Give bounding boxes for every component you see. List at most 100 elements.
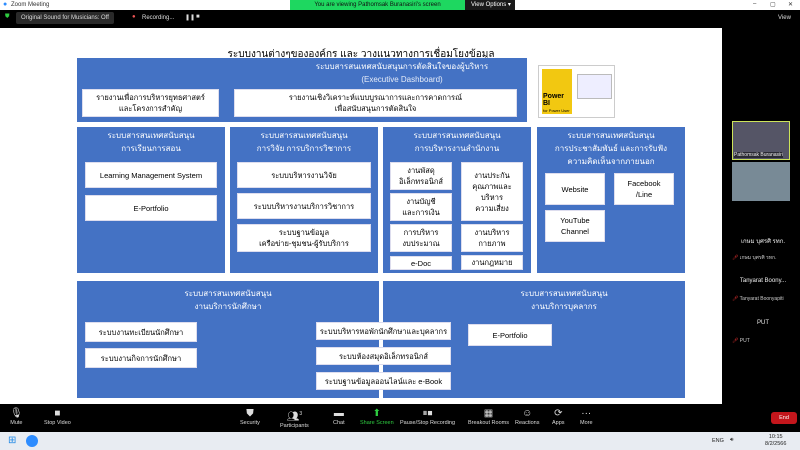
time: 10:15 bbox=[768, 434, 783, 440]
breakout-rooms-button[interactable]: ▦Breakout Rooms bbox=[468, 408, 509, 426]
view-button[interactable]: View bbox=[778, 15, 791, 21]
box-line: รายงานเชิงวิเคราะห์แบบบูรณาการและการคาดก… bbox=[288, 93, 463, 102]
date: 8/2/2566 bbox=[765, 441, 787, 447]
accounting-box[interactable]: งานบัญชีและการเงิน bbox=[390, 193, 452, 221]
exec-title: ระบบสารสนเทศสนับสนุนการตัดสินใจของผู้บริ… bbox=[315, 62, 489, 71]
exec-dashboard-section: ระบบสารสนเทศสนับสนุนการตัดสินใจของผู้บริ… bbox=[77, 58, 527, 122]
more-button[interactable]: ···More bbox=[580, 408, 593, 426]
supplies-box[interactable]: งานพัสดุอิเล็กทรอนิกส์ bbox=[390, 162, 452, 190]
facebook-line-box[interactable]: Facebook /Line bbox=[614, 173, 674, 205]
recording-icon: ● bbox=[132, 14, 136, 20]
stop-recording-icon[interactable]: ■ bbox=[196, 14, 200, 20]
participant-sub: Tanyarat Boonyapiti bbox=[739, 296, 784, 302]
minimize-button[interactable]: – bbox=[753, 1, 757, 7]
video-tile-pathomsak[interactable]: Pathomsak Buranasiri bbox=[732, 121, 790, 160]
label: Apps bbox=[552, 420, 565, 426]
student-affairs-box[interactable]: ระบบงานกิจการนักศึกษา bbox=[85, 348, 197, 368]
legal-box[interactable]: งานกฎหมาย bbox=[461, 255, 523, 270]
participant-name: เกษม บุศรศิ รทก. bbox=[740, 239, 786, 245]
stop-video-button[interactable]: ■Stop Video bbox=[44, 408, 71, 426]
registration-box[interactable]: ระบบงานทะเบียนนักศึกษา bbox=[85, 322, 197, 342]
box-line: เพื่อสนับสนุนการตัดสินใจ bbox=[334, 104, 417, 113]
strategy-report-box[interactable]: รายงานเพื่อการบริหารยุทธศาสตร์และโครงการ… bbox=[82, 89, 219, 117]
box-line: บริหาร bbox=[481, 192, 503, 202]
section-title: งานบริการนักศึกษา bbox=[194, 302, 262, 311]
video-tile-room[interactable] bbox=[732, 162, 790, 201]
view-options-button[interactable]: View Options ▾ bbox=[465, 0, 515, 10]
input-language[interactable]: ENG bbox=[712, 438, 724, 444]
security-button[interactable]: ⛊Security bbox=[240, 408, 260, 426]
dormitory-box[interactable]: ระบบบริหารหอพักนักศึกษาและบุคลากร bbox=[316, 322, 451, 340]
volume-icon[interactable]: 🔊︎ bbox=[730, 437, 734, 443]
mic-muted-icon: 🎤︎ bbox=[732, 296, 739, 302]
pause-stop-recording-button[interactable]: ⏸⏹Pause/Stop Recording bbox=[400, 408, 455, 426]
slide-title: ระบบงานต่างๆขององค์กร และ วางแนวทางการเช… bbox=[221, 49, 501, 62]
close-button[interactable]: ✕ bbox=[788, 2, 794, 8]
share-icon: ⬆ bbox=[372, 408, 382, 419]
website-box[interactable]: Website bbox=[545, 173, 605, 205]
maximize-button[interactable]: ▢ bbox=[770, 2, 776, 8]
office-section: ระบบสารสนเทศสนับสนุน การบริหารงานสำนักงา… bbox=[383, 127, 531, 273]
section-title: ระบบสารสนเทศสนับสนุน bbox=[520, 289, 608, 298]
windows-start-icon[interactable]: ⊞ bbox=[8, 435, 17, 446]
qa-risk-box[interactable]: งานประกันคุณภาพและบริหารความเสี่ยง bbox=[461, 162, 523, 221]
viewing-banner: You are viewing Pathomsak Buranasiri's s… bbox=[290, 0, 465, 10]
box-line: อิเล็กทรอนิกส์ bbox=[399, 177, 443, 186]
box-line: ระบบฐานข้อมูล bbox=[278, 228, 330, 237]
label: Chat bbox=[333, 420, 345, 426]
chat-button[interactable]: ▬Chat bbox=[333, 408, 345, 426]
powerbi-name: Power BI bbox=[543, 93, 565, 107]
pr-section: ระบบสารสนเทศสนับสนุน การประชาสัมพันธ์ แล… bbox=[537, 127, 685, 273]
network-db-box[interactable]: ระบบฐานข้อมูลเครือข่าย-ชุมชน-ผู้รับบริกา… bbox=[237, 224, 371, 252]
academic-service-box[interactable]: ระบบบริหารงานบริการวิชาการ bbox=[237, 193, 371, 219]
section-title: ระบบสารสนเทศสนับสนุน bbox=[260, 131, 348, 140]
chat-icon: ▬ bbox=[333, 408, 344, 419]
budget-box[interactable]: การบริหารงบประมาณ bbox=[390, 224, 452, 252]
end-button[interactable]: End bbox=[771, 412, 797, 424]
shield-icon: ⛊ bbox=[5, 14, 10, 20]
box-line: งานพัสดุ bbox=[407, 166, 435, 175]
reactions-button[interactable]: ☺Reactions bbox=[515, 408, 539, 426]
camera-icon: ■ bbox=[54, 408, 61, 419]
research-mgmt-box[interactable]: ระบบบริหารงานวิจัย bbox=[237, 162, 371, 188]
label: Stop Video bbox=[44, 420, 71, 426]
pause-stop-icon: ⏸⏹ bbox=[422, 408, 433, 419]
microphone-icon: 🎙︎ bbox=[10, 408, 23, 419]
box-line: งานบัญชี bbox=[406, 197, 436, 206]
mic-muted-icon: 🎤︎ bbox=[732, 338, 739, 344]
online-db-box[interactable]: ระบบฐานข้อมูลออนไลน์และ e-Book bbox=[316, 372, 451, 390]
participant-name: Tanyarat Boony... bbox=[739, 278, 787, 284]
exec-subtitle: (Executive Dashboard) bbox=[361, 75, 443, 84]
mute-button[interactable]: 🎙︎Mute bbox=[10, 408, 23, 426]
view-options-label: View Options bbox=[471, 2, 507, 8]
box-line: ความเสี่ยง bbox=[475, 203, 509, 213]
apps-button[interactable]: ⟳Apps bbox=[552, 408, 565, 426]
facilities-box[interactable]: งานบริหารกายภาพ bbox=[461, 224, 523, 252]
label: Mute bbox=[10, 420, 23, 426]
original-sound-button[interactable]: Original Sound for Musicians: Off bbox=[16, 12, 114, 24]
pause-recording-icon[interactable]: ❚❚ bbox=[185, 15, 196, 21]
eportfolio-box[interactable]: E-Portfolio bbox=[85, 195, 217, 221]
more-icon: ··· bbox=[581, 408, 592, 419]
muted-label: 🎤︎ Tanyarat Boonyapiti bbox=[732, 296, 784, 302]
teaching-section: ระบบสารสนเทศสนับสนุน การเรียนการสอน Lear… bbox=[77, 127, 225, 273]
grid-icon: ▦ bbox=[483, 408, 494, 419]
participant-count: 3 bbox=[299, 411, 303, 417]
zoom-taskbar-icon[interactable] bbox=[26, 435, 38, 447]
lms-box[interactable]: Learning Management System bbox=[85, 162, 217, 188]
edoc-box[interactable]: e-Doc bbox=[390, 256, 452, 270]
box-line: กายภาพ bbox=[478, 239, 506, 248]
box-line: รายงานเพื่อการบริหารยุทธศาสตร์ bbox=[96, 93, 205, 102]
analytics-report-box[interactable]: รายงานเชิงวิเคราะห์แบบบูรณาการและการคาดก… bbox=[234, 89, 517, 117]
label: More bbox=[580, 420, 593, 426]
library-box[interactable]: ระบบห้องสมุดอิเล็กทรอนิกส์ bbox=[316, 347, 451, 365]
share-screen-button[interactable]: ⬆Share Screen bbox=[360, 408, 394, 426]
staff-eportfolio-box[interactable]: E-Portfolio bbox=[468, 324, 552, 346]
label: Pause/Stop Recording bbox=[400, 420, 456, 426]
youtube-box[interactable]: YouTube Channel bbox=[545, 210, 605, 242]
